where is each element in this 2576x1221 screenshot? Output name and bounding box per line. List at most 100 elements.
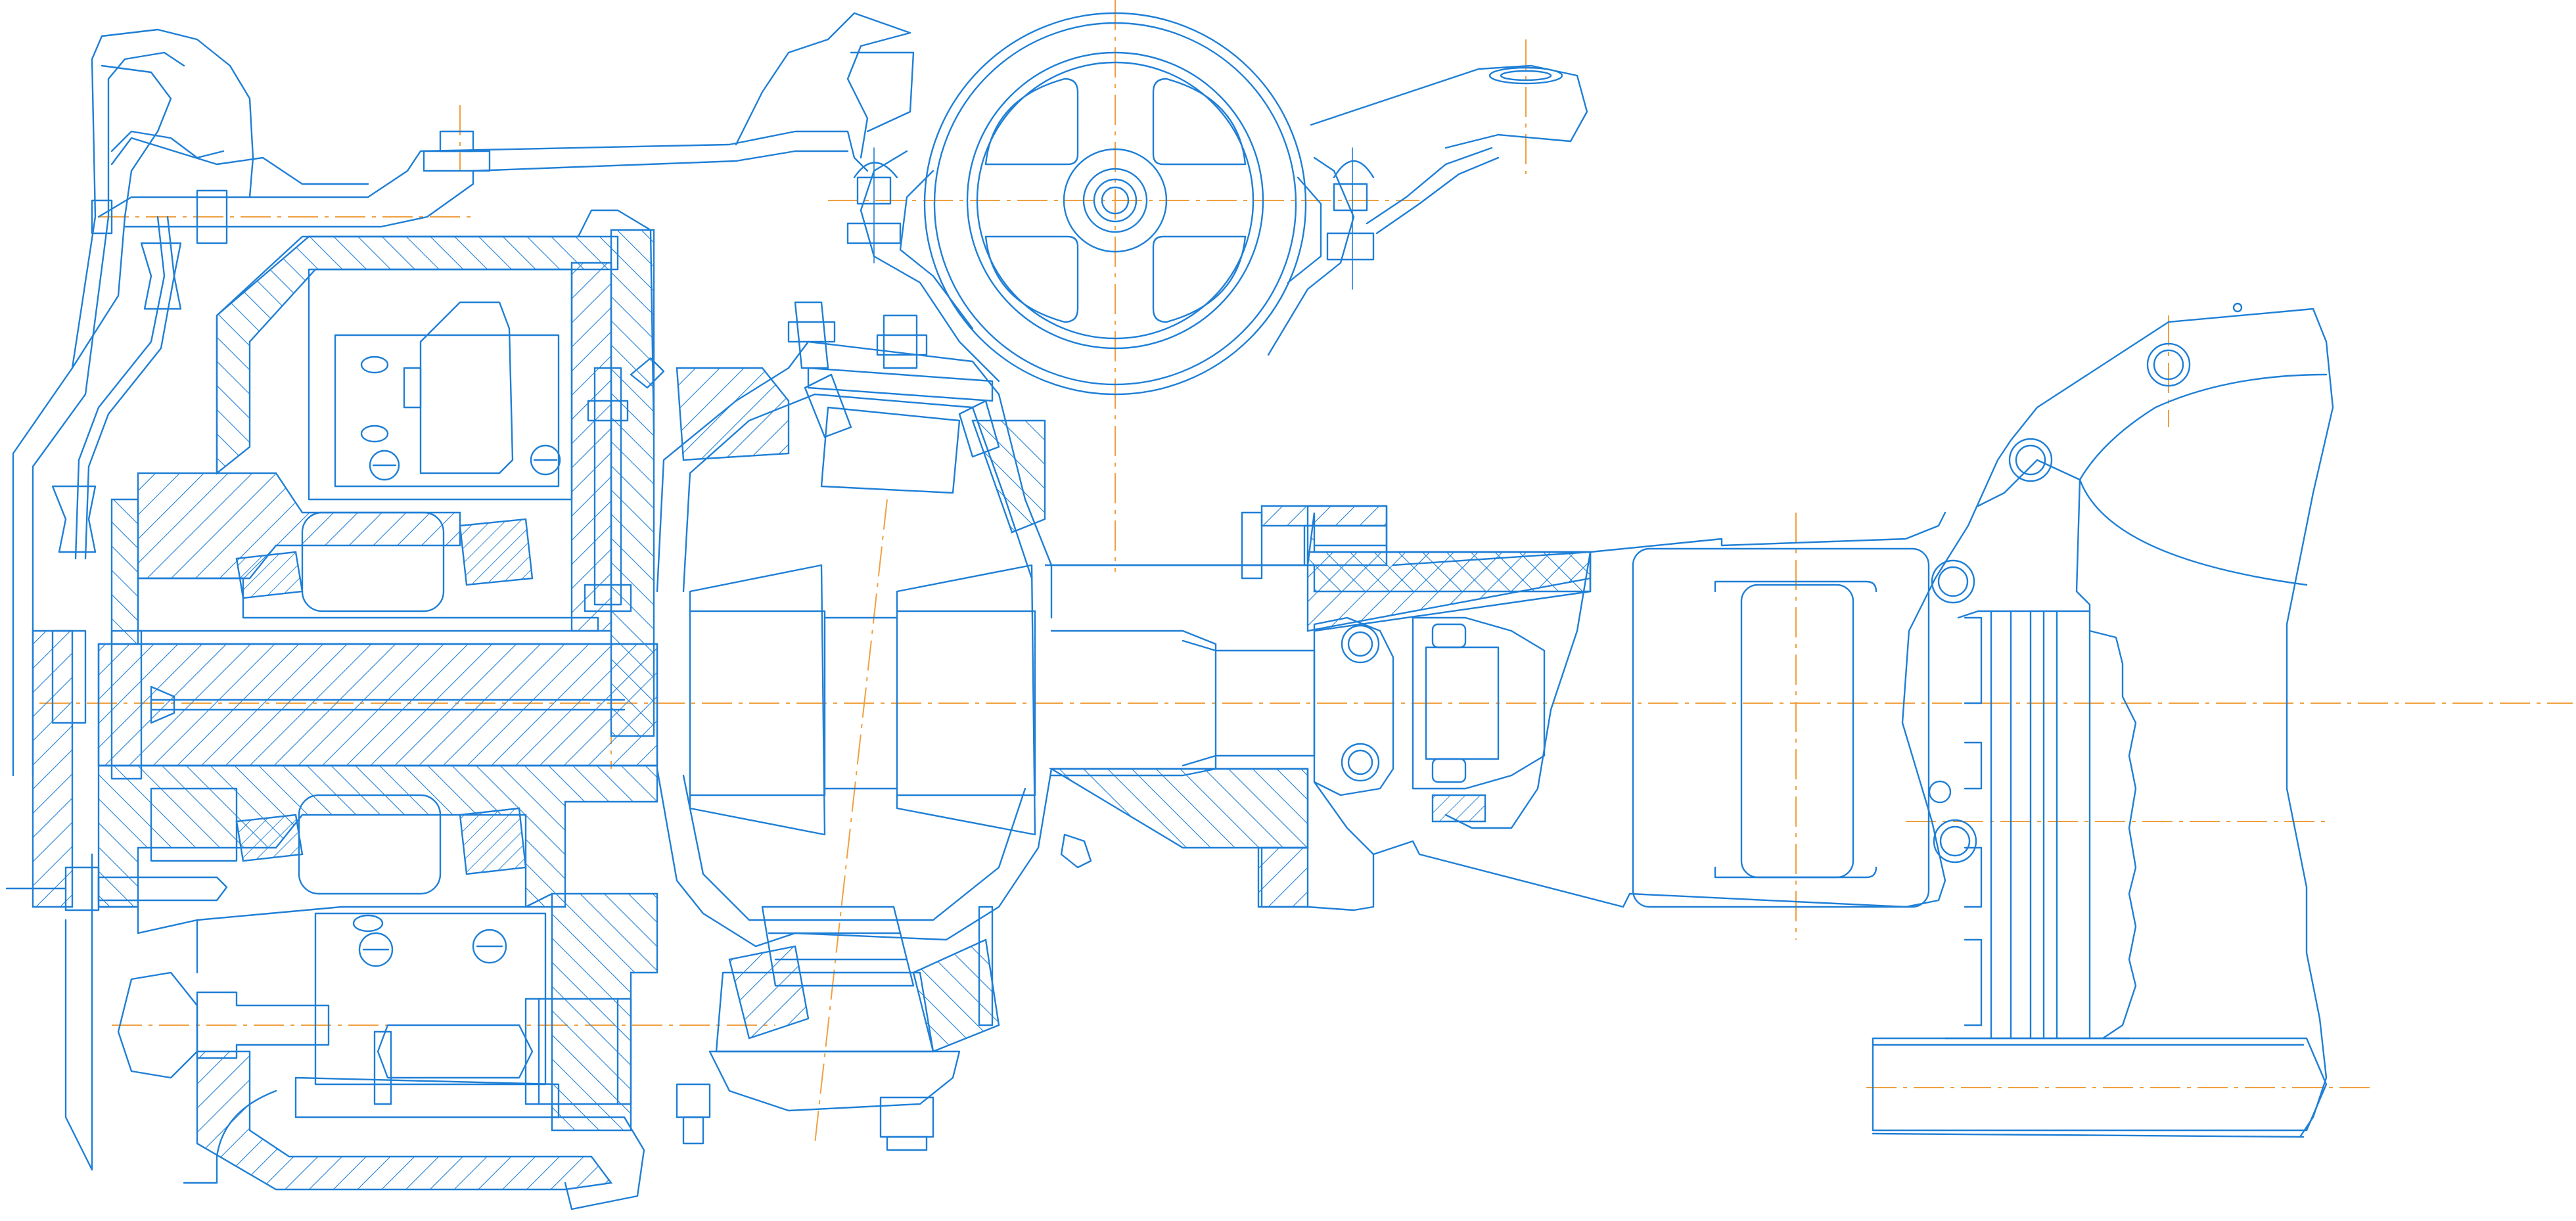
housing-vertical-bolt (593, 367, 622, 606)
pulley-strap-right (1267, 156, 1355, 356)
bevel-gear-axis-centerline (814, 499, 888, 1144)
arm-lower-edge-2 (1375, 156, 1500, 235)
upper-oval-block (301, 511, 445, 612)
pulley-bracket-post (850, 51, 915, 133)
yoke-pin-upper (1341, 624, 1380, 664)
disc-spline-teeth (1964, 616, 1983, 1026)
pulley-hub-outer (1063, 148, 1168, 253)
tube-lower-outer (1050, 768, 1309, 908)
pulley-window-top-right (1152, 78, 1247, 166)
lower-bolt-right-cap (886, 1136, 928, 1151)
lower-bearing-race (761, 906, 915, 987)
upper-link-arm (97, 130, 869, 218)
upper-cavity-screw-1 (369, 449, 400, 481)
upper-bolt-right (883, 314, 918, 369)
main-shaft-outline (97, 643, 658, 767)
left-frame-rail (12, 28, 254, 777)
lower-housing-cavity (314, 912, 547, 1086)
output-flange-upper-hatch (1260, 505, 1388, 527)
hub-right-curve-2 (2079, 478, 2308, 586)
lower-tube-curve (183, 919, 277, 1184)
hub-right-curve (2079, 373, 2328, 481)
pulley-outer-rim (923, 12, 1307, 396)
hub-right-casting (1901, 308, 2334, 1138)
pulley-window-top-left (984, 78, 1079, 166)
pulley-inner-rim-2 (976, 61, 1254, 340)
pulley-window-bottom-left (984, 235, 1079, 323)
seal-bearing-upper (1431, 623, 1467, 649)
lower-left-bolt (64, 866, 100, 911)
upper-piston-inner (403, 367, 422, 409)
yoke-pin-lower-inner (1347, 749, 1373, 775)
yoke-pin-lower (1341, 743, 1380, 782)
carrier-lower-hatch (728, 945, 810, 1040)
brake-fitting-bottom (51, 630, 87, 724)
side-gear-left (689, 564, 826, 836)
hub-tiny-hole (2232, 302, 2243, 313)
upper-bolt-left-head (787, 321, 836, 343)
brake-fitting-lower (51, 485, 97, 553)
pulley-bolt-right-bottom (1326, 232, 1375, 261)
upper-shaft-sleeve (137, 577, 599, 632)
hub-lower-bolt (1931, 559, 1975, 604)
lower-housing-bottom (196, 1050, 613, 1191)
pulley-bolt-right-cap (1333, 160, 1375, 179)
hub-lower-bolt-inner (1937, 566, 1969, 597)
tapered-bearing-lower-left (235, 814, 304, 862)
brake-line (74, 216, 166, 560)
hub-center-bolt-inner (1939, 825, 1971, 857)
tube-lower-hatch (1048, 768, 1309, 849)
left-bracket-upper (71, 64, 172, 369)
arm-upper-edge (1310, 64, 1588, 149)
output-flange-lower-hatch (1257, 846, 1309, 908)
bottom-axle-tube (1872, 1037, 2328, 1132)
yoke-lower-leg (1306, 781, 1375, 911)
upper-bearing-cage (807, 367, 994, 402)
left-lower-frame (64, 853, 93, 1171)
upper-bolt-right-head (876, 334, 928, 356)
arm-eye (1488, 66, 1563, 85)
lower-cavity-screw-2 (472, 929, 507, 964)
upper-housing-wall (216, 235, 619, 475)
housing-upper-cavity-inner (334, 334, 560, 488)
outlines (5, 12, 2334, 1210)
housing-upper-cavity (308, 268, 573, 501)
side-gear-left-inner (689, 610, 826, 796)
vertical-housing-wall (570, 262, 612, 632)
side-gear-right-inner (896, 610, 1036, 796)
lower-left-bolt-shank (97, 876, 228, 902)
tube-flange-bolt (1303, 524, 1388, 566)
lower-cover-flange (551, 1116, 645, 1210)
lower-cavity-port (352, 914, 384, 933)
carrier-body-upper-inner (682, 393, 1033, 593)
inner-web-upper (137, 472, 461, 580)
knuckle-arm (1392, 551, 1592, 829)
output-shaft-neck (1050, 630, 1217, 777)
hub-upper-bolt-inner (2153, 349, 2184, 380)
upper-cavity-port-1 (360, 356, 389, 374)
pulley-outer-rim-2 (933, 22, 1297, 386)
lower-cavity-screw-1 (358, 932, 394, 967)
housing-vertical-bolt-head (587, 400, 629, 422)
lower-piston-rod (373, 1030, 392, 1105)
upper-piston-housing (419, 301, 514, 474)
centerlines (39, 0, 2573, 1144)
seal-bearing-lower (1431, 758, 1467, 783)
hatched-sections (32, 229, 1592, 1191)
lower-hex-shaft (196, 991, 330, 1059)
bottom-axle-tube-bottom (1872, 1132, 2305, 1138)
lower-hex-nut (117, 971, 198, 1079)
lower-bolt-left-cap (682, 1116, 704, 1145)
upper-left-arm-wave (110, 130, 225, 159)
hub-mid-bolt (2008, 438, 2053, 482)
brake-line-inner (84, 216, 175, 560)
pulley-inner-rim (966, 51, 1264, 350)
upper-cavity-port-2 (360, 425, 389, 443)
lower-bolt-left (676, 1083, 711, 1118)
carrier-side-bolt (1060, 833, 1092, 869)
tapered-bearing-upper-left (235, 551, 304, 599)
seal-inner-race (1425, 646, 1500, 760)
tapered-bearing-lower-right (459, 807, 527, 875)
upper-left-clamp (196, 189, 228, 244)
hub-small-hole (1928, 780, 1952, 804)
